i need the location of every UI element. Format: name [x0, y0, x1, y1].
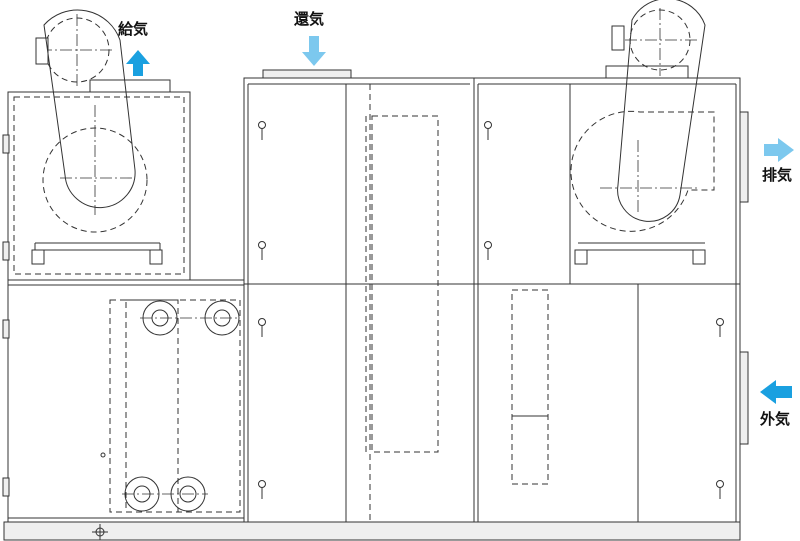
- return-air-label: 還気: [294, 10, 325, 28]
- coil-unit: [100, 299, 241, 513]
- supply-fan-motor: [35, 9, 171, 233]
- hinge: [2, 319, 10, 339]
- door-latch: [258, 480, 266, 499]
- return-air-duct-flange: [262, 69, 352, 79]
- supply-fan-section: [2, 91, 247, 522]
- supply-air-arrow-icon: [126, 50, 150, 76]
- outdoor-air-arrow-icon: [760, 380, 792, 404]
- door-latch: [258, 121, 266, 140]
- door-latch: [258, 241, 266, 260]
- exhaust-fan-motor: [570, 0, 715, 232]
- return-air-arrow-icon: [302, 36, 326, 66]
- supply-fan-base: [31, 242, 163, 265]
- door-latch: [716, 318, 724, 337]
- hinge: [2, 477, 10, 497]
- return-air-section: [243, 69, 475, 523]
- exhaust-fan-section: [473, 77, 749, 523]
- outdoor-air-label: 外気: [760, 410, 791, 428]
- hinge: [2, 241, 10, 261]
- exhaust-fan-base: [574, 242, 706, 265]
- outdoor-air-flange: [739, 351, 749, 445]
- door-latch: [484, 241, 492, 260]
- hinge: [2, 134, 10, 154]
- base-frame: [3, 521, 741, 541]
- exhaust-air-flange: [739, 111, 749, 203]
- exhaust-air-arrow-icon: [764, 138, 794, 162]
- door-latch: [258, 318, 266, 337]
- exhaust-air-label: 排気: [762, 166, 793, 184]
- door-latch: [484, 121, 492, 140]
- supply-air-label: 給気: [118, 20, 149, 38]
- level-mark-icon: [92, 524, 108, 540]
- door-latch: [716, 480, 724, 499]
